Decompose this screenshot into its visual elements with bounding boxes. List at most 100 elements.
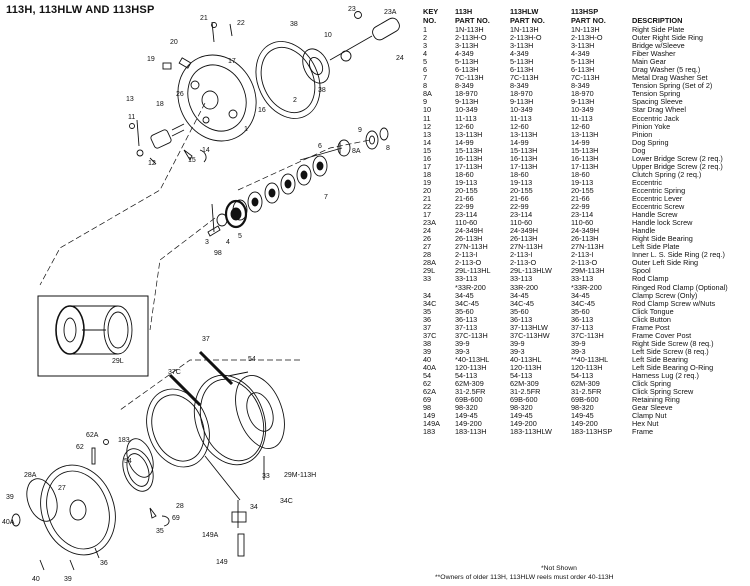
description-cell: Frame [632, 427, 654, 437]
part-113h-cell: 2-113H-O [455, 33, 487, 43]
part-113h-cell: 39-9 [455, 338, 470, 348]
part-113hsp-cell: 8-349 [571, 81, 590, 91]
part-113hsp-cell: 2-113-I [571, 250, 594, 260]
part-113h-cell: 13-113H [455, 129, 483, 139]
key-no-cell: 14 [423, 137, 432, 147]
description-cell: Click Button [632, 314, 671, 324]
right-side-plate-group [162, 11, 400, 142]
part-113h-cell: 37C-113H [455, 330, 488, 340]
description-cell: Right Side Screw (8 req.) [632, 338, 714, 348]
callout: 36 [100, 560, 108, 567]
description-cell: Clamp Nut [632, 411, 667, 421]
part-113hlw-cell: 54-113 [510, 371, 533, 381]
part-113hlw-cell: 120-113H [510, 362, 542, 372]
pinion-assembly [129, 119, 207, 165]
part-113hsp-cell: 3-113H [571, 41, 595, 51]
callout: 10 [324, 32, 332, 39]
part-113hlw-cell: 21-66 [510, 193, 529, 203]
part-113h-cell: 24-349H [455, 226, 483, 236]
key-no-cell: 2 [423, 33, 428, 43]
callout: 22 [237, 20, 245, 27]
part-113hlw-cell: 17-113H [510, 161, 538, 171]
part-113hlw-cell: 62M-309 [510, 379, 539, 389]
callout: 33 [262, 473, 270, 480]
description-cell: Tension Spring [632, 89, 681, 99]
part-113h-cell: 10-349 [455, 105, 478, 115]
key-no-cell: 40 [423, 354, 432, 364]
part-113hlw-cell: 9-113H [510, 97, 534, 107]
part-113hlw-cell: 14-99 [510, 137, 529, 147]
key-no-cell: 38 [423, 338, 432, 348]
callout: 23 [348, 6, 356, 13]
part-113hlw-cell: 23-114 [510, 210, 533, 220]
description-cell: Pinion [632, 129, 653, 139]
part-113hlw-cell: 34-45 [510, 290, 529, 300]
key-no-cell: 28 [423, 250, 432, 260]
description-cell: Click Spring [632, 379, 671, 389]
part-113hlw-cell: 16-113H [510, 153, 538, 163]
description-cell: Outer Right Side Ring [632, 33, 703, 43]
part-113hlw-cell: 20-155 [510, 185, 533, 195]
description-cell: Fiber Washer [632, 49, 676, 59]
description-cell: Handle Screw [632, 210, 678, 220]
callout: 34C [280, 498, 293, 505]
key-no-cell: 10 [423, 105, 432, 115]
part-113h-cell: 22-99 [455, 202, 474, 212]
part-113h-cell: 11-113 [455, 113, 477, 123]
description-cell: Lower Bridge Screw (2 req.) [632, 153, 723, 163]
drag-washer-stack [232, 127, 389, 221]
part-113hsp-cell: 23-114 [571, 210, 594, 220]
part-113h-cell: 62M-309 [455, 379, 484, 389]
description-cell: Ringed Rod Clamp (Optional) [632, 282, 728, 292]
part-113hsp-cell: 29M-113H [571, 266, 605, 276]
description-cell: Harness Lug (2 req.) [632, 371, 699, 381]
callout: 21 [200, 15, 208, 22]
callout: 26 [176, 91, 184, 98]
callout: 7 [324, 194, 328, 201]
part-113hlw-cell: 11-113 [510, 113, 532, 123]
key-no-cell: 62A [423, 387, 436, 397]
callout: 8A [352, 148, 361, 155]
part-113hsp-cell: 17-113H [571, 161, 599, 171]
key-no-cell: 17 [423, 161, 432, 171]
part-113hsp-cell: 62M-309 [571, 379, 600, 389]
callout: 62 [76, 444, 84, 451]
callout: 38 [290, 21, 298, 28]
description-cell: Upper Bridge Screw (2 req.) [632, 161, 723, 171]
footnote-owners: **Owners of older 113H, 113HLW reels mus… [435, 574, 614, 581]
description-cell: Right Side Plate [632, 25, 685, 34]
part-113h-cell: 110-60 [455, 218, 478, 228]
key-no-cell: 37C [423, 330, 437, 340]
callout: 183 [118, 437, 130, 444]
key-no-cell: 12 [423, 121, 432, 131]
part-113hsp-cell: 183-113HSP [571, 427, 613, 437]
part-113hsp-cell: 13-113H [571, 129, 599, 139]
part-113hlw-cell: 22-99 [510, 202, 529, 212]
part-113hlw-cell: 12-60 [510, 121, 529, 131]
description-cell: Frame Cover Post [632, 330, 692, 340]
key-no-cell: 11 [423, 113, 431, 123]
description-cell: Bridge w/Sleeve [632, 41, 685, 51]
description-cell: Eccentric Lever [632, 193, 683, 203]
callout: 12 [148, 160, 156, 167]
callout: 34 [250, 504, 258, 511]
key-no-cell: 34 [423, 290, 432, 300]
part-113hsp-cell: 37-113 [571, 322, 594, 332]
key-no-cell: 4 [423, 49, 428, 59]
part-113hlw-cell: 37C-113HW [510, 330, 550, 340]
part-113hsp-cell: 34C-45 [571, 298, 595, 308]
exploded-parts-diagram: 21 22 38 10 23 23A 20 19 17 24 38 13 18 … [2, 6, 404, 583]
part-113h-cell: 7C-113H [455, 73, 484, 83]
